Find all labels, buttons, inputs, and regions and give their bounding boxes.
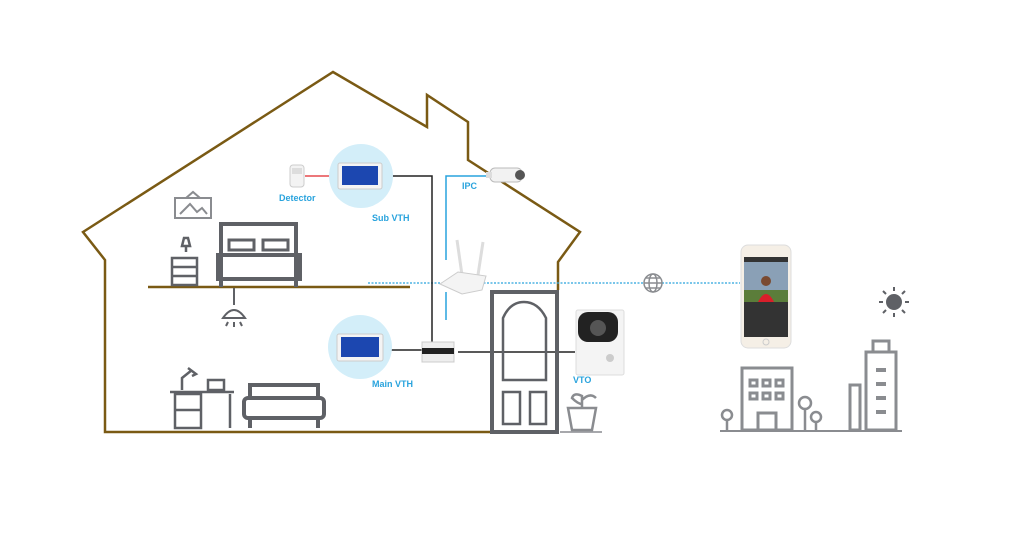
sub-vth-cable (382, 175, 433, 345)
tree-icon (720, 395, 823, 430)
sub-vth-device (329, 144, 393, 208)
door-icon (490, 290, 559, 434)
detector-label: Detector (279, 193, 316, 203)
globe-icon (643, 273, 663, 293)
smartphone-icon (740, 244, 792, 349)
main-vth-device (328, 315, 392, 379)
picture-frame-icon (174, 190, 212, 219)
bed-icon (216, 222, 302, 287)
skyscraper-icon (848, 339, 898, 432)
nightstand-icon (170, 236, 199, 287)
desk-icon (170, 367, 234, 430)
vto-device (575, 309, 625, 376)
main-vth-label: Main VTH (372, 379, 413, 389)
ceiling-lamp-icon (221, 288, 247, 327)
building-icon (740, 366, 794, 432)
camera-icon (486, 167, 525, 183)
sun-icon (879, 287, 909, 317)
house-outline (81, 70, 582, 434)
switch-device (421, 341, 455, 363)
vto-label: VTO (573, 375, 591, 385)
sofa-icon (242, 383, 326, 428)
ipc-label: IPC (462, 181, 478, 191)
plant-icon (560, 393, 602, 433)
router-icon (438, 239, 487, 295)
detector-icon (289, 164, 305, 188)
sub-vth-label: Sub VTH (372, 213, 410, 223)
ipc-cable (445, 175, 488, 260)
